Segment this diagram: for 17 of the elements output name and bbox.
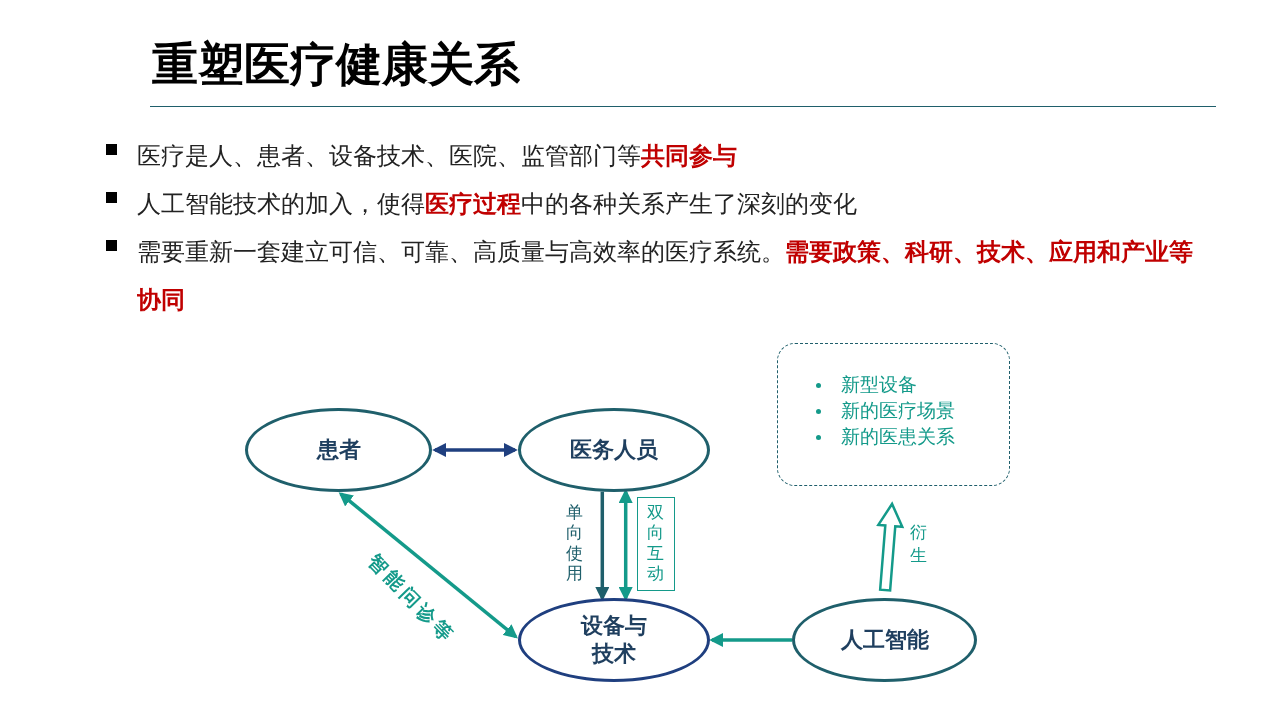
edge-label: 双向互动 <box>637 497 675 591</box>
title: 重塑医疗健康关系 <box>152 37 520 92</box>
edge-label: 智能问诊等 <box>363 549 461 650</box>
edge-label: 衍生 <box>910 522 927 567</box>
bullet-item: 新的医患关系 <box>841 425 955 449</box>
hollow-arrow <box>876 501 905 592</box>
node-label: 设备与技术 <box>579 612 648 668</box>
dashed-box <box>777 343 1010 486</box>
node-label: 医务人员 <box>570 436 658 464</box>
node-label: 人工智能 <box>840 626 929 654</box>
node-label: 患者 <box>316 436 361 464</box>
bullet-text: 医疗是人、患者、设备技术、医院、监管部门等共同参与 <box>137 141 738 171</box>
bullet-item: 新型设备 <box>841 373 917 397</box>
bullet-text: 人工智能技术的加入，使得医疗过程中的各种关系产生了深刻的变化 <box>137 189 858 219</box>
bullet-text: 需要重新一套建立可信、可靠、高质量与高效率的医疗系统。需要政策、科研、技术、应用和产业等协同 <box>137 237 1194 315</box>
edge-label: 单向使用 <box>566 503 583 585</box>
bullet-item: 新的医疗场景 <box>841 399 955 423</box>
